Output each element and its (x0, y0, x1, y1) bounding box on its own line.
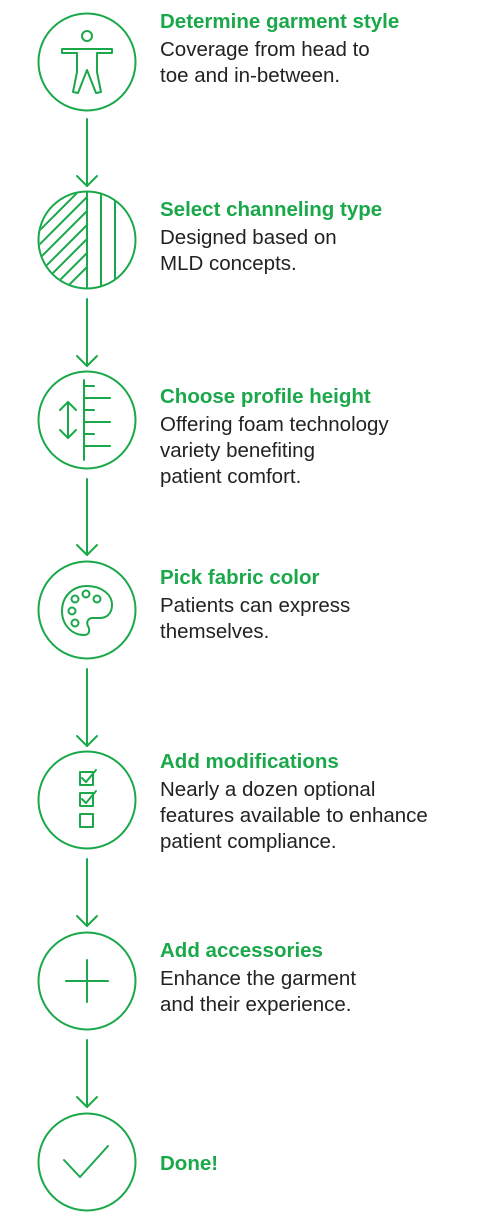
step-2-title: Select channeling type (160, 198, 383, 221)
step-3-circle (37, 370, 137, 470)
plus-icon (65, 959, 109, 1003)
step-6-desc: Enhance the garment and their experience… (160, 967, 357, 1016)
step-5-circle (37, 750, 137, 850)
checklist-icon (79, 769, 97, 828)
step-3-title: Choose profile height (160, 385, 371, 408)
height-ruler-icon (59, 379, 111, 461)
connector-arrow-4 (76, 668, 98, 747)
step-1-desc: Coverage from head to toe and in-between… (160, 38, 370, 87)
step-1-text: Determine garment style Coverage from he… (160, 9, 494, 89)
connector-arrow-2 (76, 298, 98, 367)
step-3-text: Choose profile height Offering foam tech… (160, 384, 494, 490)
step-2-text: Select channeling type Designed based on… (160, 197, 494, 277)
step-5-text: Add modifications Nearly a dozen optiona… (160, 749, 494, 855)
step-2-circle (37, 190, 137, 290)
step-7-text: Done! (160, 1151, 494, 1179)
connector-arrow-1 (76, 118, 98, 187)
checkmark-icon (63, 1145, 109, 1178)
step-1-title: Determine garment style (160, 10, 400, 33)
step-4-circle (37, 560, 137, 660)
step-2-desc: Designed based on MLD concepts. (160, 226, 337, 275)
step-6-circle (37, 931, 137, 1031)
connector-arrow-3 (76, 478, 98, 556)
channeling-icon (39, 192, 116, 288)
step-6-text: Add accessories Enhance the garment and … (160, 938, 494, 1018)
connector-arrow-5 (76, 858, 98, 927)
step-4-text: Pick fabric color Patients can express t… (160, 565, 494, 645)
step-5-desc: Nearly a dozen optional features availab… (160, 778, 428, 853)
step-3-desc: Offering foam technology variety benefit… (160, 413, 389, 488)
step-7-title: Done! (160, 1152, 219, 1175)
connector-arrow-6 (76, 1039, 98, 1108)
step-6-title: Add accessories (160, 939, 323, 962)
step-4-desc: Patients can express themselves. (160, 594, 351, 643)
step-5-title: Add modifications (160, 750, 339, 773)
palette-icon (61, 585, 113, 636)
step-4-title: Pick fabric color (160, 566, 320, 589)
step-1-circle (37, 12, 137, 112)
person-icon (61, 30, 113, 94)
step-7-circle (37, 1112, 137, 1212)
